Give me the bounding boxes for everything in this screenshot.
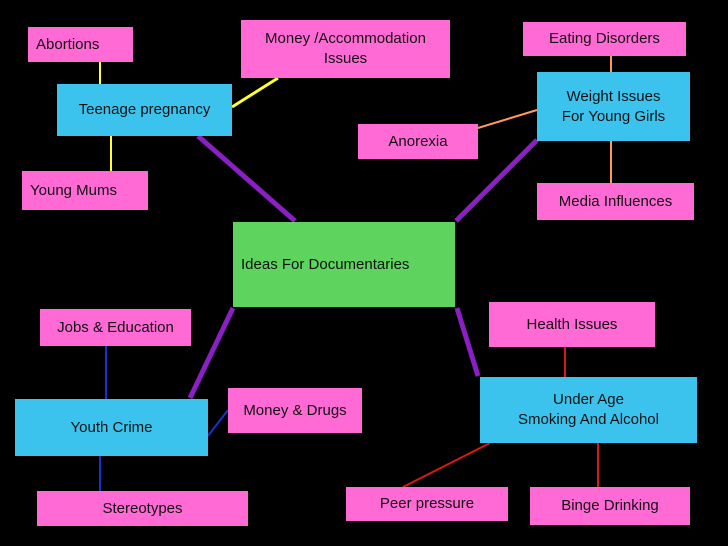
leaf-money-accommodation-line2: Issues bbox=[323, 50, 368, 67]
link-root-under-age bbox=[454, 307, 481, 377]
branch-teenage-pregnancy-label: Teenage pregnancy bbox=[78, 101, 211, 118]
link-root-teenage-pregnancy bbox=[196, 134, 297, 223]
link-crime-money-drugs bbox=[207, 409, 229, 437]
leaf-money-drugs[interactable]: Money & Drugs bbox=[228, 388, 362, 433]
branch-weight-issues-line2: For Young Girls bbox=[561, 107, 666, 125]
leaf-money-drugs-label: Money & Drugs bbox=[243, 401, 347, 419]
branch-teenage-pregnancy[interactable]: Teenage pregnancy bbox=[57, 84, 232, 136]
leaf-abortions-label: Abortions bbox=[36, 35, 100, 53]
leaf-money-accommodation[interactable]: Money /Accommodation Issues bbox=[241, 20, 450, 78]
branch-under-age-line2: Smoking And Alcohol bbox=[518, 411, 659, 428]
link-pregnancy-money bbox=[231, 76, 279, 109]
leaf-abortions[interactable]: Abortions bbox=[28, 27, 133, 62]
link-smoking-peer bbox=[402, 442, 491, 488]
leaf-media-influences[interactable]: Media Influences bbox=[537, 183, 694, 220]
branch-under-age[interactable]: Under Age Smoking And Alcohol bbox=[480, 377, 697, 443]
leaf-jobs-education-label: Jobs & Education bbox=[57, 318, 174, 336]
leaf-binge-drinking[interactable]: Binge Drinking bbox=[530, 487, 690, 525]
leaf-young-mums[interactable]: Young Mums bbox=[22, 171, 148, 210]
leaf-anorexia-label: Anorexia bbox=[388, 132, 448, 150]
branch-under-age-line1: Under Age bbox=[553, 391, 624, 408]
link-root-weight-issues bbox=[454, 138, 539, 223]
leaf-media-influences-label: Media Influences bbox=[558, 192, 673, 210]
branch-youth-crime-label: Youth Crime bbox=[70, 418, 153, 436]
branch-youth-crime[interactable]: Youth Crime bbox=[15, 399, 208, 456]
leaf-peer-pressure-label: Peer pressure bbox=[379, 495, 475, 512]
leaf-health-issues-label: Health Issues bbox=[526, 315, 618, 333]
link-root-youth-crime bbox=[187, 306, 236, 400]
leaf-anorexia[interactable]: Anorexia bbox=[358, 124, 478, 159]
leaf-young-mums-label: Young Mums bbox=[30, 181, 117, 199]
leaf-jobs-education[interactable]: Jobs & Education bbox=[40, 309, 191, 346]
leaf-stereotypes-label: Stereotypes bbox=[102, 499, 183, 517]
branch-weight-issues[interactable]: Weight Issues For Young Girls bbox=[537, 72, 690, 141]
central-node[interactable]: Ideas For Documentaries bbox=[233, 222, 455, 307]
leaf-eating-disorders[interactable]: Eating Disorders bbox=[523, 22, 686, 56]
leaf-eating-disorders-label: Eating Disorders bbox=[549, 30, 660, 47]
leaf-stereotypes[interactable]: Stereotypes bbox=[37, 491, 248, 526]
leaf-money-accommodation-line1: Money /Accommodation bbox=[265, 30, 426, 47]
leaf-peer-pressure[interactable]: Peer pressure bbox=[346, 487, 508, 521]
link-weight-anorexia bbox=[477, 109, 538, 129]
leaf-binge-drinking-label: Binge Drinking bbox=[561, 497, 659, 514]
branch-weight-issues-line1: Weight Issues bbox=[566, 87, 661, 105]
central-label: Ideas For Documentaries bbox=[241, 255, 410, 273]
leaf-health-issues[interactable]: Health Issues bbox=[489, 302, 655, 347]
